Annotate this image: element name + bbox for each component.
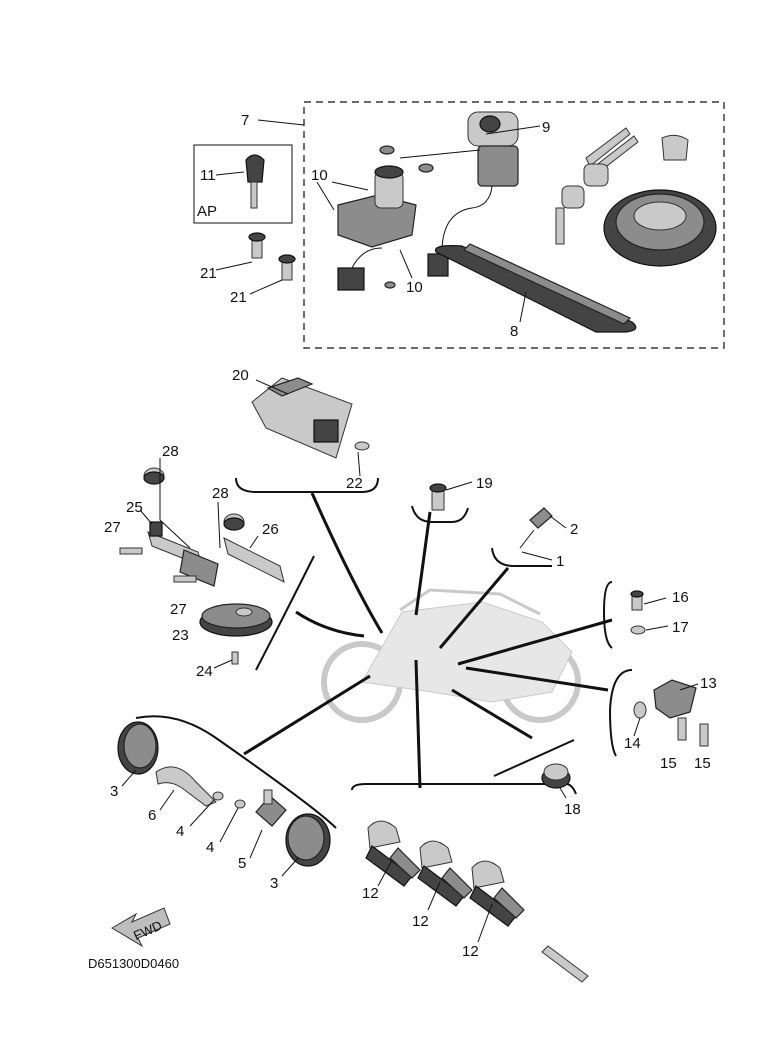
sensor-13-part	[633, 679, 709, 747]
callout-21a: 21	[200, 265, 217, 282]
callout-21b: 21	[230, 289, 247, 306]
callout-12c: 12	[462, 943, 479, 960]
callout-16: 16	[672, 589, 689, 606]
callout-4a: 4	[176, 823, 184, 840]
sensor-2-part	[519, 507, 567, 561]
seat-band-part	[434, 243, 637, 333]
injectors-part	[365, 820, 589, 983]
callout-22: 22	[346, 475, 363, 492]
horn-part	[199, 603, 273, 669]
callout-19: 19	[476, 475, 493, 492]
callout-20: 20	[232, 367, 249, 384]
key-set-kit	[193, 101, 725, 349]
horn-bracket-part	[119, 458, 285, 587]
callout-12b: 12	[412, 913, 429, 930]
nut-4-part	[189, 791, 246, 843]
callout-7: 7	[241, 112, 249, 129]
grommet-18-part	[541, 763, 571, 799]
callout-3a: 3	[110, 783, 118, 800]
callout-connectors	[243, 492, 613, 789]
callout-25: 25	[126, 499, 143, 516]
callout-28a: 28	[162, 443, 179, 460]
callout-labels: 7 9 11 AP 10 10 21 21 8 20 22 19 2 1 28 …	[88, 112, 717, 971]
callout-8: 8	[510, 323, 518, 340]
callout-13: 13	[700, 675, 717, 692]
callout-18: 18	[564, 801, 581, 818]
callout-2: 2	[570, 521, 578, 538]
callout-6: 6	[148, 807, 156, 824]
callout-9: 9	[542, 119, 550, 136]
callout-4b: 4	[206, 839, 214, 856]
callout-23: 23	[172, 627, 189, 644]
callout-15b: 15	[694, 755, 711, 772]
fuel-cap-part	[603, 134, 717, 267]
ap-label: AP	[197, 203, 217, 220]
callout-24: 24	[196, 663, 213, 680]
ap-box	[193, 144, 293, 224]
callout-15a: 15	[660, 755, 677, 772]
cover-3b-part	[281, 813, 331, 877]
motorcycle-silhouette	[321, 588, 581, 723]
callout-17: 17	[672, 619, 689, 636]
callout-1: 1	[556, 553, 564, 570]
callout-27b: 27	[170, 601, 187, 618]
cover-3a-part	[117, 721, 159, 787]
callout-10b: 10	[406, 279, 423, 296]
callout-14: 14	[624, 735, 641, 752]
callout-5: 5	[238, 855, 246, 872]
keys-part	[555, 127, 639, 245]
diagram-code: D651300D0460	[88, 956, 179, 971]
main-switch-part	[337, 145, 434, 291]
seat-lock-part	[427, 111, 519, 277]
callout-27a: 27	[104, 519, 121, 536]
callout-11: 11	[200, 167, 216, 184]
section-braces	[135, 477, 633, 829]
fwd-arrow-icon: FWD	[111, 907, 171, 948]
sensor-16-part	[630, 590, 669, 635]
bolts-21-part	[248, 232, 296, 281]
callout-3b: 3	[270, 875, 278, 892]
callout-26: 26	[262, 521, 279, 538]
ecu-part	[251, 377, 370, 477]
key-blank-part	[245, 154, 265, 209]
callout-12a: 12	[362, 885, 379, 902]
bracket-6-part	[155, 766, 217, 811]
sensor-19-part	[429, 481, 473, 511]
callout-28b: 28	[212, 485, 229, 502]
callout-10a: 10	[311, 167, 328, 184]
sensor-5-part	[249, 789, 287, 859]
kit-dashed-box	[303, 101, 725, 349]
